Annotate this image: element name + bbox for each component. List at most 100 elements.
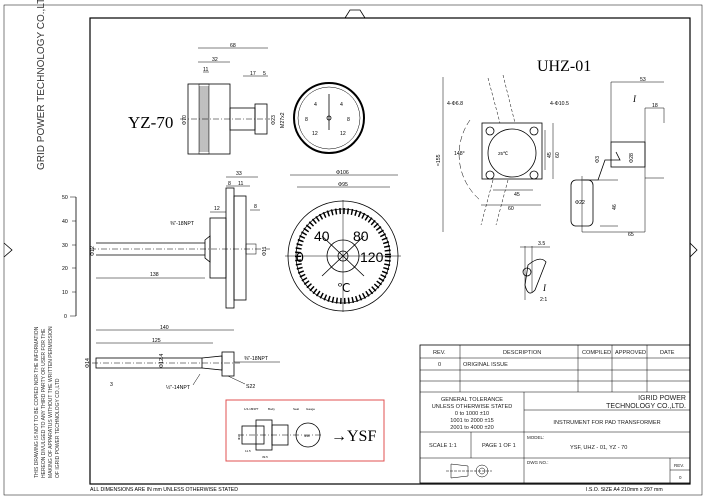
center-mark-top (344, 9, 366, 19)
model-value: YSF, UHZ - 01, YZ - 70 (570, 445, 627, 451)
ysf-dim: Φ38 (304, 434, 310, 438)
page-count: PAGE 1 OF 1 (482, 443, 516, 449)
scale-tick: 40 (62, 219, 68, 225)
header-approved: APPROVED (615, 350, 646, 356)
copyright-line: MAKING OF APPARATUS WITHOUT THE WRITTEN … (48, 326, 54, 478)
scale-tick: 10 (62, 290, 68, 296)
ysf-dim: 11.5 (245, 449, 251, 453)
thread-a: ⅜"-18NPT (244, 356, 269, 362)
dim-45: 45 (514, 192, 520, 198)
probe-drawing: 140 125 ⅜"-18NPT ½"-14NPT S22 3 Φ14 Φ12.… (85, 325, 280, 391)
detail-scale: 2:1 (540, 297, 547, 303)
scale-tick: 0 (64, 314, 67, 320)
dim-138: 138 (150, 272, 159, 278)
thread-note: ⅜"-18NPT (170, 221, 195, 227)
header-description: DESCRIPTION (503, 350, 541, 356)
dim-45b: 45 (547, 152, 553, 158)
scale: SCALE 1:1 (429, 443, 457, 449)
ysf-label-text: YSF (347, 428, 376, 445)
dim-8b: 8 (254, 204, 257, 210)
tolerance-line: 2001 to 4000 ±20 (450, 425, 494, 431)
dimensions-note: ALL DIMENSIONS ARE IN mm UNLESS OTHERWIS… (90, 487, 238, 493)
dim-17: 17 (250, 71, 256, 77)
scale-tick: 20 (62, 266, 68, 272)
tolerance-line: UNLESS OTHERWISE STATED (432, 404, 513, 410)
dim-phi28: Φ28 (629, 153, 635, 163)
dim-32: 32 (212, 57, 218, 63)
company-name: IGRID POWER (638, 395, 686, 402)
tolerance-line: 0 to 1000 ±10 (455, 411, 489, 417)
dial-number: 40 (314, 228, 330, 244)
thread-b: ½"-14NPT (166, 384, 191, 391)
uhz01-drawing: UHZ-01 4-Φ6.8 4-Φ10.5 148° ≈155 25℃ 45 6… (436, 58, 665, 303)
ysf-callout: Seal (293, 407, 299, 411)
ysf-dim: 39.5 (262, 455, 268, 459)
dim-5: 5 (263, 71, 266, 77)
header-date: DATE (660, 350, 675, 356)
dim-phi11: Φ11 (262, 246, 268, 256)
dim-s22: S22 (246, 384, 255, 390)
dim-phi106: Φ106 (336, 170, 349, 176)
dim-phi22: Φ22 (575, 200, 585, 206)
hole-small: 4-Φ6.8 (447, 101, 463, 107)
dim-46: 46 (612, 204, 618, 210)
scale-tick: 30 (62, 243, 68, 249)
header-rev: REV. (433, 350, 446, 356)
ysf-highlight-box (225, 399, 385, 462)
gauge-number: 8 (305, 117, 308, 123)
dim-11: 11 (203, 67, 208, 73)
dim-phi12: Φ12.4 (159, 354, 165, 368)
scale-ruler: 50 40 30 20 10 0 (62, 195, 77, 320)
ysf-callout: Gauge (306, 407, 315, 411)
rev-number: 0 (679, 475, 682, 480)
length: ≈155 (436, 154, 442, 166)
rev-description: ORIGINAL ISSUE (463, 362, 508, 368)
rev-label: REV. (674, 463, 684, 468)
angle: 148° (454, 151, 465, 157)
ysf-drawing: 1/4-18NPT Body Seal Gauge Φ13 11.5 39.5 … (225, 399, 385, 462)
detail-callout: I (632, 94, 637, 104)
gauge-number: 8 (347, 117, 350, 123)
inner-frame (89, 17, 691, 485)
dial-number: 0 (296, 249, 304, 265)
gauge-number: 4 (314, 102, 317, 108)
dim-33: 33 (236, 171, 242, 177)
dial-unit: ℃ (337, 281, 350, 295)
dim-3: 3 (110, 382, 113, 388)
dim-18: 18 (652, 103, 658, 109)
dim-60: 60 (508, 206, 514, 212)
ysf-callout: 1/4-18NPT (244, 407, 259, 411)
dim-phi12: Φ12 (90, 246, 96, 256)
dim-53: 53 (640, 77, 646, 83)
uhz01-label: UHZ-01 (537, 58, 591, 75)
dim-60b: 60 (555, 152, 561, 158)
dial-number: 80 (353, 228, 369, 244)
header-compiled: COMPILED (582, 350, 611, 356)
model-label: MODEL: (527, 435, 544, 440)
dim-68: 68 (230, 43, 236, 49)
gauge-number: 12 (312, 131, 318, 137)
gauge-number: 4 (340, 102, 343, 108)
title-block: REV. DESCRIPTION COMPILED APPROVED DATE … (419, 344, 691, 484)
company-name: TECHNOLOGY CO.,LTD. (606, 403, 686, 410)
yz70-drawing: YZ-70 68 32 11 17 5 Φ70 Φ23 M27x2 4 4 8 … (128, 43, 365, 155)
detail-label: I (542, 283, 547, 293)
ysf-callout: Body (268, 407, 275, 411)
dim-phi3: Φ3 (595, 156, 601, 163)
drawing-title: INSTRUMENT FOR PAD TRANSFORMER (553, 420, 660, 426)
dial-number: 120 (360, 249, 384, 265)
dim-11: 11 (238, 181, 243, 187)
outer-border (3, 4, 703, 496)
dim-65: 65 (628, 232, 634, 238)
dim-phi70: Φ70 (182, 115, 188, 125)
hole-large: 4-Φ10.5 (550, 101, 569, 107)
projection-symbol (446, 463, 492, 479)
copyright-note: THIS DRAWING IS NOT TO BE COPIED NOR THE… (34, 326, 61, 478)
dim-phi23: Φ23 (271, 115, 277, 125)
dim-125: 125 (152, 338, 161, 344)
center-mark-right (689, 242, 698, 258)
company-vertical: GRID POWER TECHNOLOGY CO.,LTD. (36, 0, 47, 170)
dim-phi14: Φ14 (85, 358, 91, 368)
